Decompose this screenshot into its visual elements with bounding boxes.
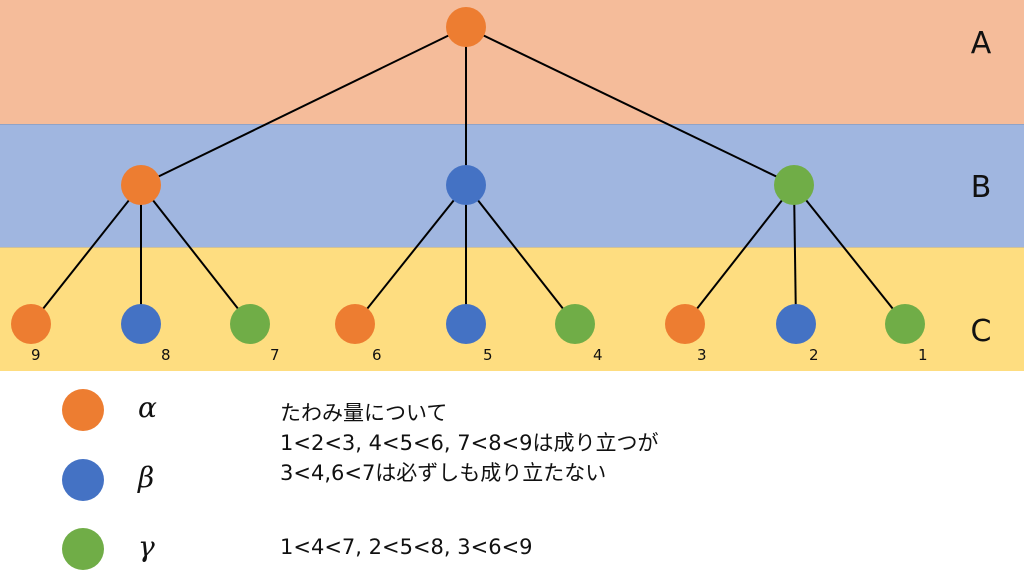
tree-edge — [354, 184, 467, 325]
tier-label-b: B — [970, 170, 992, 205]
tree-edge — [30, 184, 142, 325]
tree-edge — [140, 26, 467, 186]
leaf-node-5 — [446, 304, 486, 344]
leaf-node-3 — [665, 304, 705, 344]
ordering-note: 1<4<7, 2<5<8, 3<6<9 — [280, 532, 533, 562]
legend-beta-dot — [62, 459, 104, 501]
leaf-node-7 — [230, 304, 270, 344]
legend-alpha-dot — [62, 389, 104, 431]
leaf-node-4 — [555, 304, 595, 344]
tier-a-band — [0, 0, 1024, 124]
leaf-number-3: 3 — [697, 346, 707, 364]
leaf-number-4: 4 — [593, 346, 603, 364]
leaf-node-1 — [885, 304, 925, 344]
tier-label-a: A — [970, 26, 992, 61]
leaf-number-2: 2 — [809, 346, 819, 364]
tree-edge — [465, 26, 795, 186]
leaf-number-6: 6 — [372, 346, 382, 364]
legend-gamma-dot — [62, 528, 104, 570]
note-line-1: たわみ量について — [280, 401, 448, 425]
middle-node-2 — [446, 165, 486, 205]
tree-edge — [793, 184, 906, 325]
deflection-note: たわみ量について 1<2<3, 4<5<6, 7<8<9は成り立つが 3<4,6… — [280, 398, 659, 488]
tree-edge — [684, 184, 795, 325]
tree-edge — [140, 184, 251, 325]
tier-b-band — [0, 124, 1024, 248]
note-line-2: 1<2<3, 4<5<6, 7<8<9は成り立つが — [280, 431, 659, 455]
leaf-node-6 — [335, 304, 375, 344]
leaf-node-9 — [11, 304, 51, 344]
tier-c-band — [0, 247, 1024, 371]
tree-diagram — [11, 7, 925, 344]
leaf-number-9: 9 — [31, 346, 41, 364]
leaf-node-8 — [121, 304, 161, 344]
middle-node-3 — [774, 165, 814, 205]
legend-beta-symbol: β — [138, 461, 155, 494]
note-line-3: 3<4,6<7は必ずしも成り立たない — [280, 461, 607, 485]
middle-node-1 — [121, 165, 161, 205]
tier-label-c: C — [970, 314, 992, 349]
legend-alpha-symbol: α — [138, 391, 157, 424]
tree-edge — [793, 184, 797, 325]
leaf-number-8: 8 — [161, 346, 171, 364]
root-node — [446, 7, 486, 47]
legend-gamma-symbol: γ — [138, 530, 155, 563]
leaf-node-2 — [776, 304, 816, 344]
note-line-4: 1<4<7, 2<5<8, 3<6<9 — [280, 535, 533, 559]
leaf-number-5: 5 — [483, 346, 493, 364]
leaf-number-7: 7 — [270, 346, 280, 364]
leaf-number-1: 1 — [918, 346, 928, 364]
tree-edge — [465, 184, 576, 325]
